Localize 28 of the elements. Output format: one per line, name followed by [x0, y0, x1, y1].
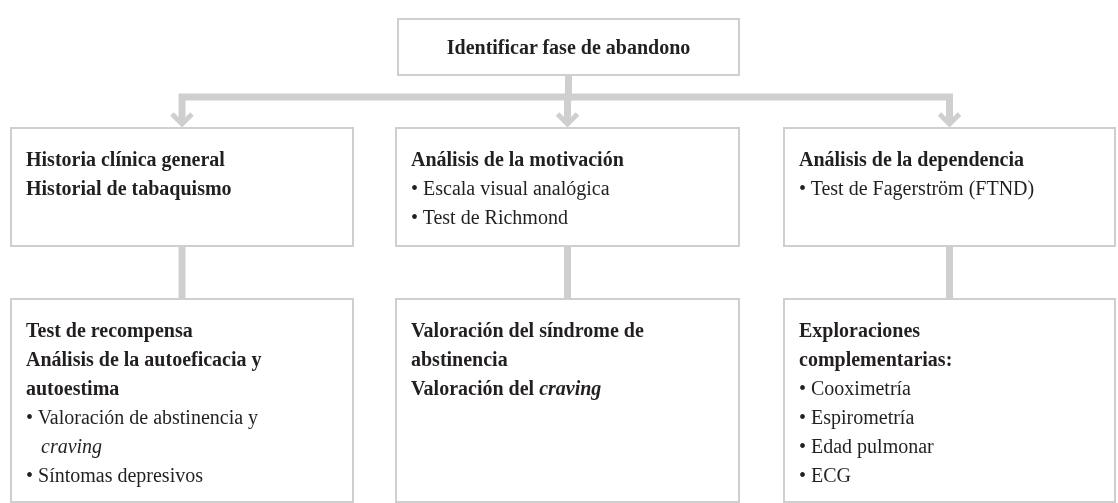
heading-text: Historia clínica general: [26, 147, 226, 173]
connector-line: [178, 247, 186, 298]
text-box: [395, 298, 740, 503]
connector-line: [946, 247, 953, 298]
heading-text: Exploraciones complementarias:: [799, 318, 954, 373]
text-box: [10, 127, 354, 247]
heading-text: Análisis de la motivación: [411, 147, 625, 172]
text-box: [783, 127, 1116, 247]
text-box: [395, 127, 740, 247]
bullet-item: • Espirometría: [799, 405, 916, 431]
text-box: [397, 18, 740, 76]
heading-text: Análisis de la autoeficacia y autoestima: [26, 347, 263, 401]
bullet-item: • Cooximetría: [799, 376, 912, 401]
bullet-item: • Síntomas depresivos: [26, 463, 204, 489]
bullet-item: • Test de Richmond: [411, 205, 569, 230]
heading-text: Identificar fase de abandono: [446, 34, 691, 60]
heading-text: Análisis de la dependencia: [799, 147, 1026, 173]
bullet-item: • Edad pulmonar: [799, 434, 935, 460]
heading-text: Historial de tabaquismo: [26, 176, 233, 202]
heading-text: Valoración del craving: [411, 376, 603, 402]
connector-line: [564, 247, 571, 298]
bullet-item: • ECG: [799, 463, 852, 488]
bullet-item: • Escala visual analógica: [411, 176, 611, 202]
heading-text: Test de recompensa: [26, 318, 194, 344]
text-box: [10, 298, 354, 503]
text-box: [783, 298, 1116, 503]
bullet-item: • Valoración de abstinencia y craving: [26, 405, 260, 460]
bullet-item: • Test de Fagerström (FTND): [799, 176, 1036, 202]
